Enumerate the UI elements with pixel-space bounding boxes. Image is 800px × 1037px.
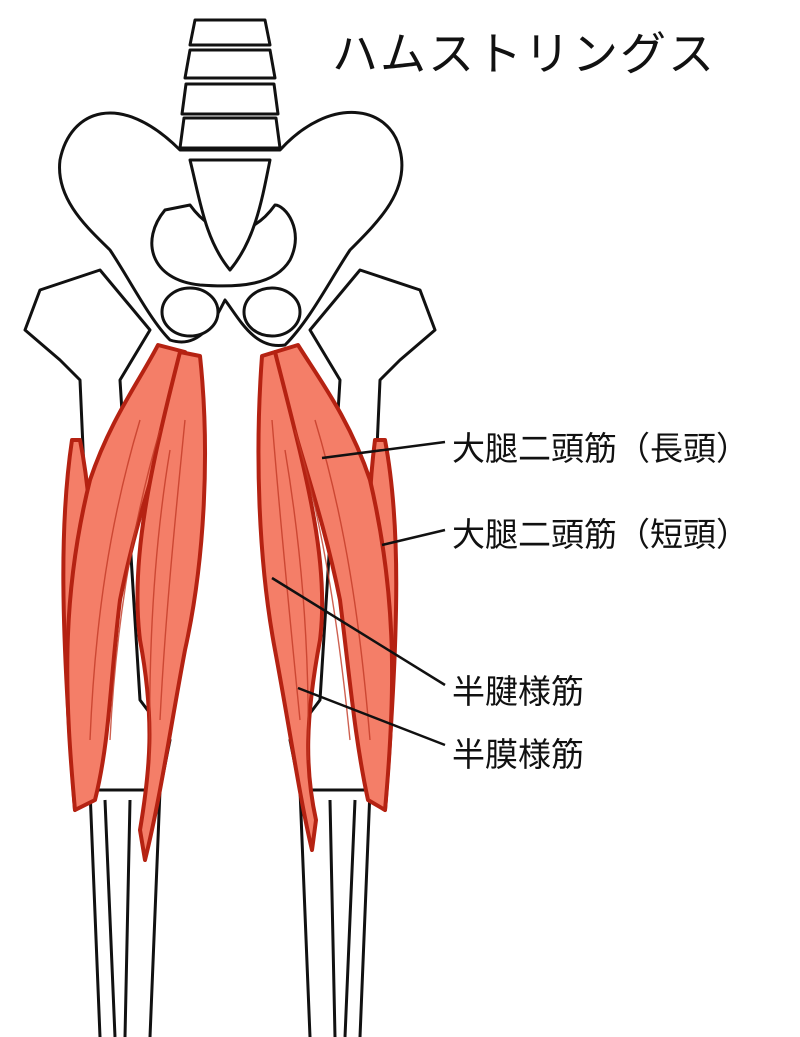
right-semitendinosus: [256, 350, 325, 852]
left-semitendinosus: [135, 350, 207, 862]
label-biceps-long-head: 大腿二頭筋（長頭）: [452, 429, 749, 468]
lumbar-spine: [178, 18, 282, 150]
leader-semimembranosus: [297, 686, 446, 747]
left-hamstring-muscles: [61, 343, 207, 862]
lower-legs: [88, 789, 372, 1037]
leader-biceps-long: [321, 440, 446, 460]
leader-biceps-short: [381, 528, 446, 547]
leader-semitendinosus: [271, 576, 446, 687]
label-biceps-short-head: 大腿二頭筋（短頭）: [452, 515, 749, 554]
label-semimembranosus: 半膜様筋: [452, 735, 584, 774]
pelvis: [58, 111, 404, 347]
diagram-title: ハムストリングス: [332, 27, 716, 81]
label-semitendinosus: 半腱様筋: [452, 672, 584, 711]
